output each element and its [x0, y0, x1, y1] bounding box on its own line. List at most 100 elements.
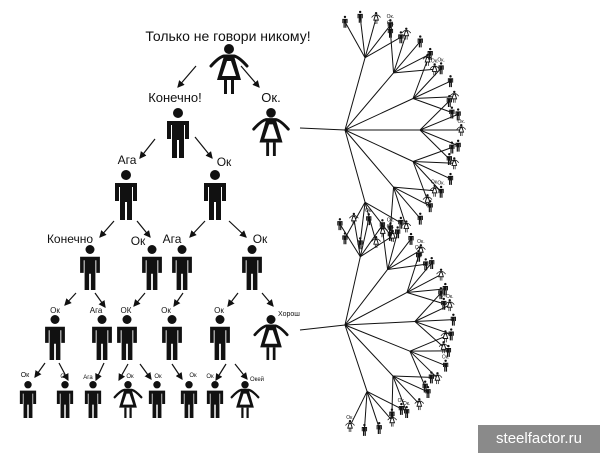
woman-icon	[401, 27, 411, 40]
arrow	[34, 362, 46, 378]
man-icon	[92, 315, 112, 360]
speech-label: Ок	[60, 374, 68, 380]
arrow	[64, 292, 77, 306]
woman-icon	[209, 44, 249, 94]
fan-speech-label: Ок.	[346, 415, 353, 421]
fan-speech-label: Ок.	[440, 293, 447, 299]
man-icon	[210, 315, 230, 360]
arrow	[227, 292, 239, 307]
spread-line	[393, 53, 431, 74]
spread-line	[413, 160, 455, 164]
spread-line	[344, 21, 366, 58]
man-icon	[342, 15, 348, 28]
man-icon	[204, 170, 226, 220]
spread-line	[344, 72, 394, 131]
man-icon	[442, 282, 448, 295]
arrow	[118, 363, 129, 382]
speech-label: Ок	[206, 374, 214, 380]
spread-line	[391, 376, 394, 415]
spread-line	[344, 256, 361, 326]
woman-icon	[253, 315, 289, 360]
labels: Только не говори никому! Конечно! Ок. Аг…	[21, 28, 311, 383]
woman-icon	[436, 268, 446, 281]
fan-speech-label: Ок.	[387, 21, 394, 27]
spread-line	[389, 31, 395, 73]
spread-line	[409, 350, 446, 367]
fan-speech-label: Ок.	[387, 14, 394, 20]
man-icon	[366, 213, 372, 226]
spread-line	[364, 202, 377, 243]
man-icon	[117, 315, 137, 360]
man-icon	[425, 385, 431, 398]
man-icon	[455, 108, 461, 121]
speech-label: Конечно!	[148, 90, 202, 105]
spread-line	[382, 231, 389, 270]
man-icon	[376, 421, 382, 434]
spread-line	[360, 235, 394, 258]
spread-line	[412, 161, 442, 193]
man-icon	[395, 226, 401, 239]
spread-line	[406, 288, 446, 293]
people-figures	[19, 10, 466, 436]
woman-icon	[429, 184, 440, 197]
spread-line	[414, 319, 454, 323]
spread-line	[414, 304, 450, 322]
spread-line	[406, 255, 420, 293]
spread-line	[389, 187, 395, 229]
woman-icon	[401, 220, 411, 233]
arrow	[94, 292, 106, 308]
spread-line	[419, 100, 450, 131]
man-icon	[337, 218, 343, 231]
man-icon	[417, 212, 423, 225]
man-icon	[450, 313, 457, 326]
fan-speech-label: Ок.	[415, 245, 422, 251]
fan-speech-label: Ок.	[446, 294, 453, 300]
man-icon	[148, 381, 166, 418]
spread-line	[412, 161, 451, 180]
spread-line	[412, 67, 442, 99]
fan-speech-label: Ок.	[387, 217, 394, 223]
spread-line	[366, 391, 380, 429]
man-icon	[80, 245, 100, 290]
speech-label: Ок	[154, 374, 162, 380]
spread-line	[414, 292, 442, 322]
spread-line	[392, 375, 408, 413]
spread-line	[387, 232, 399, 270]
spread-line	[359, 202, 366, 244]
man-icon	[172, 245, 192, 290]
spread-line	[392, 375, 420, 405]
spread-line	[344, 321, 415, 326]
speech-label: Ок	[131, 234, 146, 248]
speech-label: Ок	[21, 372, 30, 379]
man-icon	[415, 249, 422, 262]
arrow	[139, 138, 156, 159]
woman-icon	[387, 414, 397, 427]
woman-icon	[414, 398, 424, 411]
woman-icon	[456, 124, 466, 136]
speech-label: Ок	[161, 306, 171, 315]
man-icon	[361, 423, 368, 436]
speech-label: Ага	[163, 232, 182, 246]
woman-icon	[345, 419, 355, 432]
spread-line	[387, 263, 426, 270]
woman-icon	[440, 330, 451, 343]
arrow	[228, 220, 247, 238]
spread-line	[359, 219, 370, 257]
speech-label: ОК	[121, 306, 132, 315]
arrow	[194, 136, 213, 159]
arrow	[133, 292, 146, 307]
spread-line	[393, 68, 435, 74]
fan-speech-label: Ок.	[458, 119, 465, 125]
man-icon	[408, 232, 414, 245]
man-icon	[398, 216, 404, 229]
spread-line	[409, 335, 446, 352]
man-icon	[428, 371, 435, 384]
spread-line	[299, 324, 346, 331]
fan-speech-label: Ок.	[387, 224, 394, 230]
spread-line	[412, 80, 451, 99]
spread-line	[409, 350, 426, 387]
woman-icon	[422, 53, 433, 66]
spread-line	[344, 129, 366, 203]
man-icon	[447, 75, 454, 88]
fan-speech-label: Ок.	[365, 208, 372, 214]
